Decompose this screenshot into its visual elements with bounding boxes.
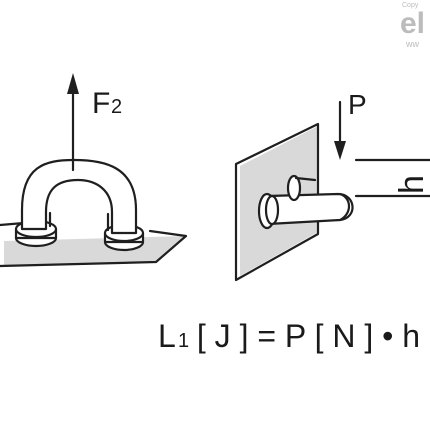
force-label-symbol: F — [92, 87, 110, 120]
watermark: Copy el ww — [400, 2, 425, 49]
lever-dimension — [354, 158, 430, 198]
formula: L 1 [ J ] = P [ N ] • h [ r — [158, 318, 430, 354]
force-arrow-icon — [67, 73, 79, 172]
formula-L: L — [158, 318, 176, 354]
load-arrow-icon — [334, 100, 346, 160]
watermark-logo: el — [400, 7, 425, 40]
watermark-copyright: Copy — [402, 2, 419, 9]
u-handle-icon — [0, 158, 188, 268]
formula-rest: [ J ] = P [ N ] • h [ r — [188, 318, 430, 354]
wall-bracket-icon — [234, 122, 354, 282]
load-label-symbol: P — [348, 89, 367, 120]
lever-label-symbol: h — [393, 175, 430, 194]
force-label-subscript: 2 — [111, 96, 122, 118]
formula-L-subscript: 1 — [178, 330, 189, 352]
watermark-sub: ww — [405, 39, 419, 49]
